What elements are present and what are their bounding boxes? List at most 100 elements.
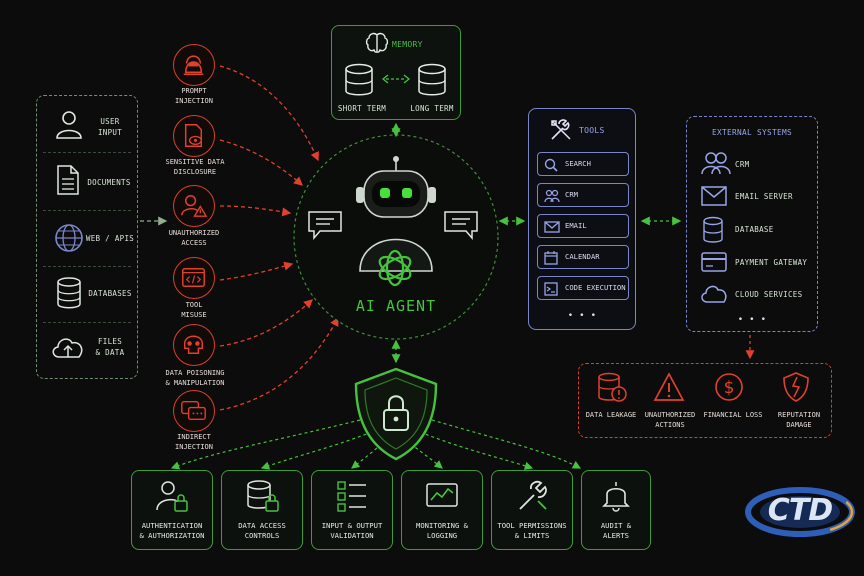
database-lock-icon (247, 480, 279, 512)
input-label-databases: DATABASES (88, 289, 132, 298)
risk-label: INDIRECT INJECTION (175, 433, 213, 451)
chat-bubble-left-icon (308, 211, 342, 241)
document-eye-icon (173, 115, 215, 157)
envelope-icon (701, 186, 727, 206)
users-icon (701, 152, 731, 175)
external-label-cloud-services: CLOUD SERVICES (735, 290, 803, 299)
chat-warning-icon (173, 390, 215, 432)
impacts-panel: DATA LEAKAGE UNAUTHORIZED ACTIONS $ FINA… (578, 363, 832, 438)
tool-label: CODE EXECUTION (565, 283, 626, 292)
ai-agent-node: AI AGENT (294, 135, 498, 339)
external-systems-panel: EXTERNAL SYSTEMS CRM EMAIL SERVER DATABA… (686, 116, 818, 332)
short-term-database-icon (345, 63, 373, 96)
tools-title: TOOLS (579, 126, 605, 135)
dollar-circle-icon: $ (715, 373, 743, 401)
users-icon (544, 189, 560, 203)
broken-shield-icon (783, 372, 809, 402)
logo-text: CTD (767, 493, 833, 528)
robot-icon (356, 156, 436, 272)
user-lock-icon (156, 481, 188, 512)
input-label-documents: DOCUMENTS (87, 178, 131, 187)
long-term-database-icon (418, 63, 446, 96)
external-label-crm: CRM (735, 160, 750, 169)
line-chart-monitor-icon (426, 483, 458, 507)
globe-icon (55, 224, 83, 252)
control-data-access: DATA ACCESS CONTROLS (221, 470, 303, 550)
external-systems-title: EXTERNAL SYSTEMS (712, 128, 792, 137)
control-label: AUDIT & ALERTS (600, 521, 632, 540)
warning-triangle-icon (653, 372, 685, 401)
tool-label: EMAIL (565, 221, 587, 230)
tool-label: SEARCH (565, 159, 591, 168)
database-warning-icon (598, 372, 627, 402)
document-icon (57, 165, 79, 195)
control-label: TOOL PERMISSIONS & LIMITS (497, 521, 567, 540)
tool-label: CALENDAR (565, 252, 600, 261)
hacker-icon (173, 44, 215, 86)
input-label-user: USER INPUT (97, 117, 123, 137)
ctd-logo: CTD (744, 476, 856, 546)
brain-icon (365, 32, 389, 53)
skull-icon (173, 324, 215, 366)
checklist-icon (337, 481, 366, 512)
user-warning-icon (173, 185, 215, 227)
impact-label-data-leakage: DATA LEAKAGE (585, 411, 637, 419)
credit-card-icon (701, 252, 727, 272)
external-label-payment-gateway: PAYMENT GATEWAY (735, 258, 808, 267)
tool-code-execution: CODE EXECUTION (537, 276, 629, 300)
tools-icon (551, 119, 571, 140)
calendar-icon (544, 251, 558, 265)
tools-panel: TOOLS SEARCH CRM EMAIL CALENDAR CODE EXE… (528, 108, 636, 330)
control-label: INPUT & OUTPUT VALIDATION (321, 521, 383, 540)
control-label: MONITORING & LOGGING (416, 521, 468, 540)
memory-panel: MEMORY SHORT TERM LONG TERM (331, 25, 461, 120)
memory-long-term-label: LONG TERM (410, 104, 454, 113)
risk-label: DATA POISONING & MANIPULATION (165, 369, 225, 387)
bell-icon (602, 482, 630, 512)
agent-title: AI AGENT (355, 297, 437, 315)
tool-email: EMAIL (537, 214, 629, 238)
terminal-icon (544, 282, 558, 296)
control-label: DATA ACCESS CONTROLS (238, 521, 286, 540)
risk-label: SENSITIVE DATA DISCLOSURE (165, 158, 225, 176)
cloud-icon (701, 285, 727, 303)
input-label-files-data: FILES & DATA (95, 337, 125, 357)
control-authentication: AUTHENTICATION & AUTHORIZATION (131, 470, 213, 550)
openai-logo-icon (378, 249, 412, 287)
security-shield-icon (354, 367, 438, 461)
tool-crm: CRM (537, 183, 629, 207)
control-label: AUTHENTICATION & AUTHORIZATION (139, 521, 205, 540)
control-monitoring-logging: MONITORING & LOGGING (401, 470, 483, 550)
input-label-web-apis: WEB / APIS (85, 234, 135, 243)
tools-more-indicator: • • • (567, 311, 597, 321)
tool-calendar: CALENDAR (537, 245, 629, 269)
memory-title: MEMORY (392, 40, 423, 49)
impact-label-financial-loss: FINANCIAL LOSS (703, 411, 763, 419)
chat-bubble-right-icon (444, 211, 478, 241)
memory-short-term-label: SHORT TERM (337, 104, 387, 113)
impact-label-reputation-damage: REPUTATION DAMAGE (777, 411, 821, 429)
tool-label: CRM (565, 190, 578, 199)
search-icon (544, 158, 558, 172)
impact-label-unauthorized-actions: UNAUTHORIZED ACTIONS (644, 411, 696, 429)
sync-arrows-icon (382, 74, 410, 84)
external-more-indicator: • • • (737, 315, 767, 325)
user-icon (56, 111, 82, 139)
svg-text:$: $ (724, 378, 735, 398)
wrench-icon (519, 480, 547, 510)
database-icon (703, 216, 723, 243)
control-audit-alerts: AUDIT & ALERTS (581, 470, 651, 550)
risk-label: TOOL MISUSE (181, 301, 207, 319)
code-window-icon (173, 257, 215, 299)
risk-label: PROMPT INJECTION (175, 87, 213, 105)
envelope-icon (544, 221, 560, 233)
control-tool-permissions: TOOL PERMISSIONS & LIMITS (491, 470, 573, 550)
tool-search: SEARCH (537, 152, 629, 176)
input-sources-panel: USER INPUT DOCUMENTS WEB / APIS DATABASE… (36, 95, 138, 379)
external-label-email-server: EMAIL SERVER (735, 192, 793, 201)
external-label-database: DATABASE (735, 225, 774, 234)
risk-label: UNAUTHORIZED ACCESS (168, 229, 220, 247)
cloud-upload-icon (52, 338, 83, 358)
database-icon (57, 277, 81, 309)
